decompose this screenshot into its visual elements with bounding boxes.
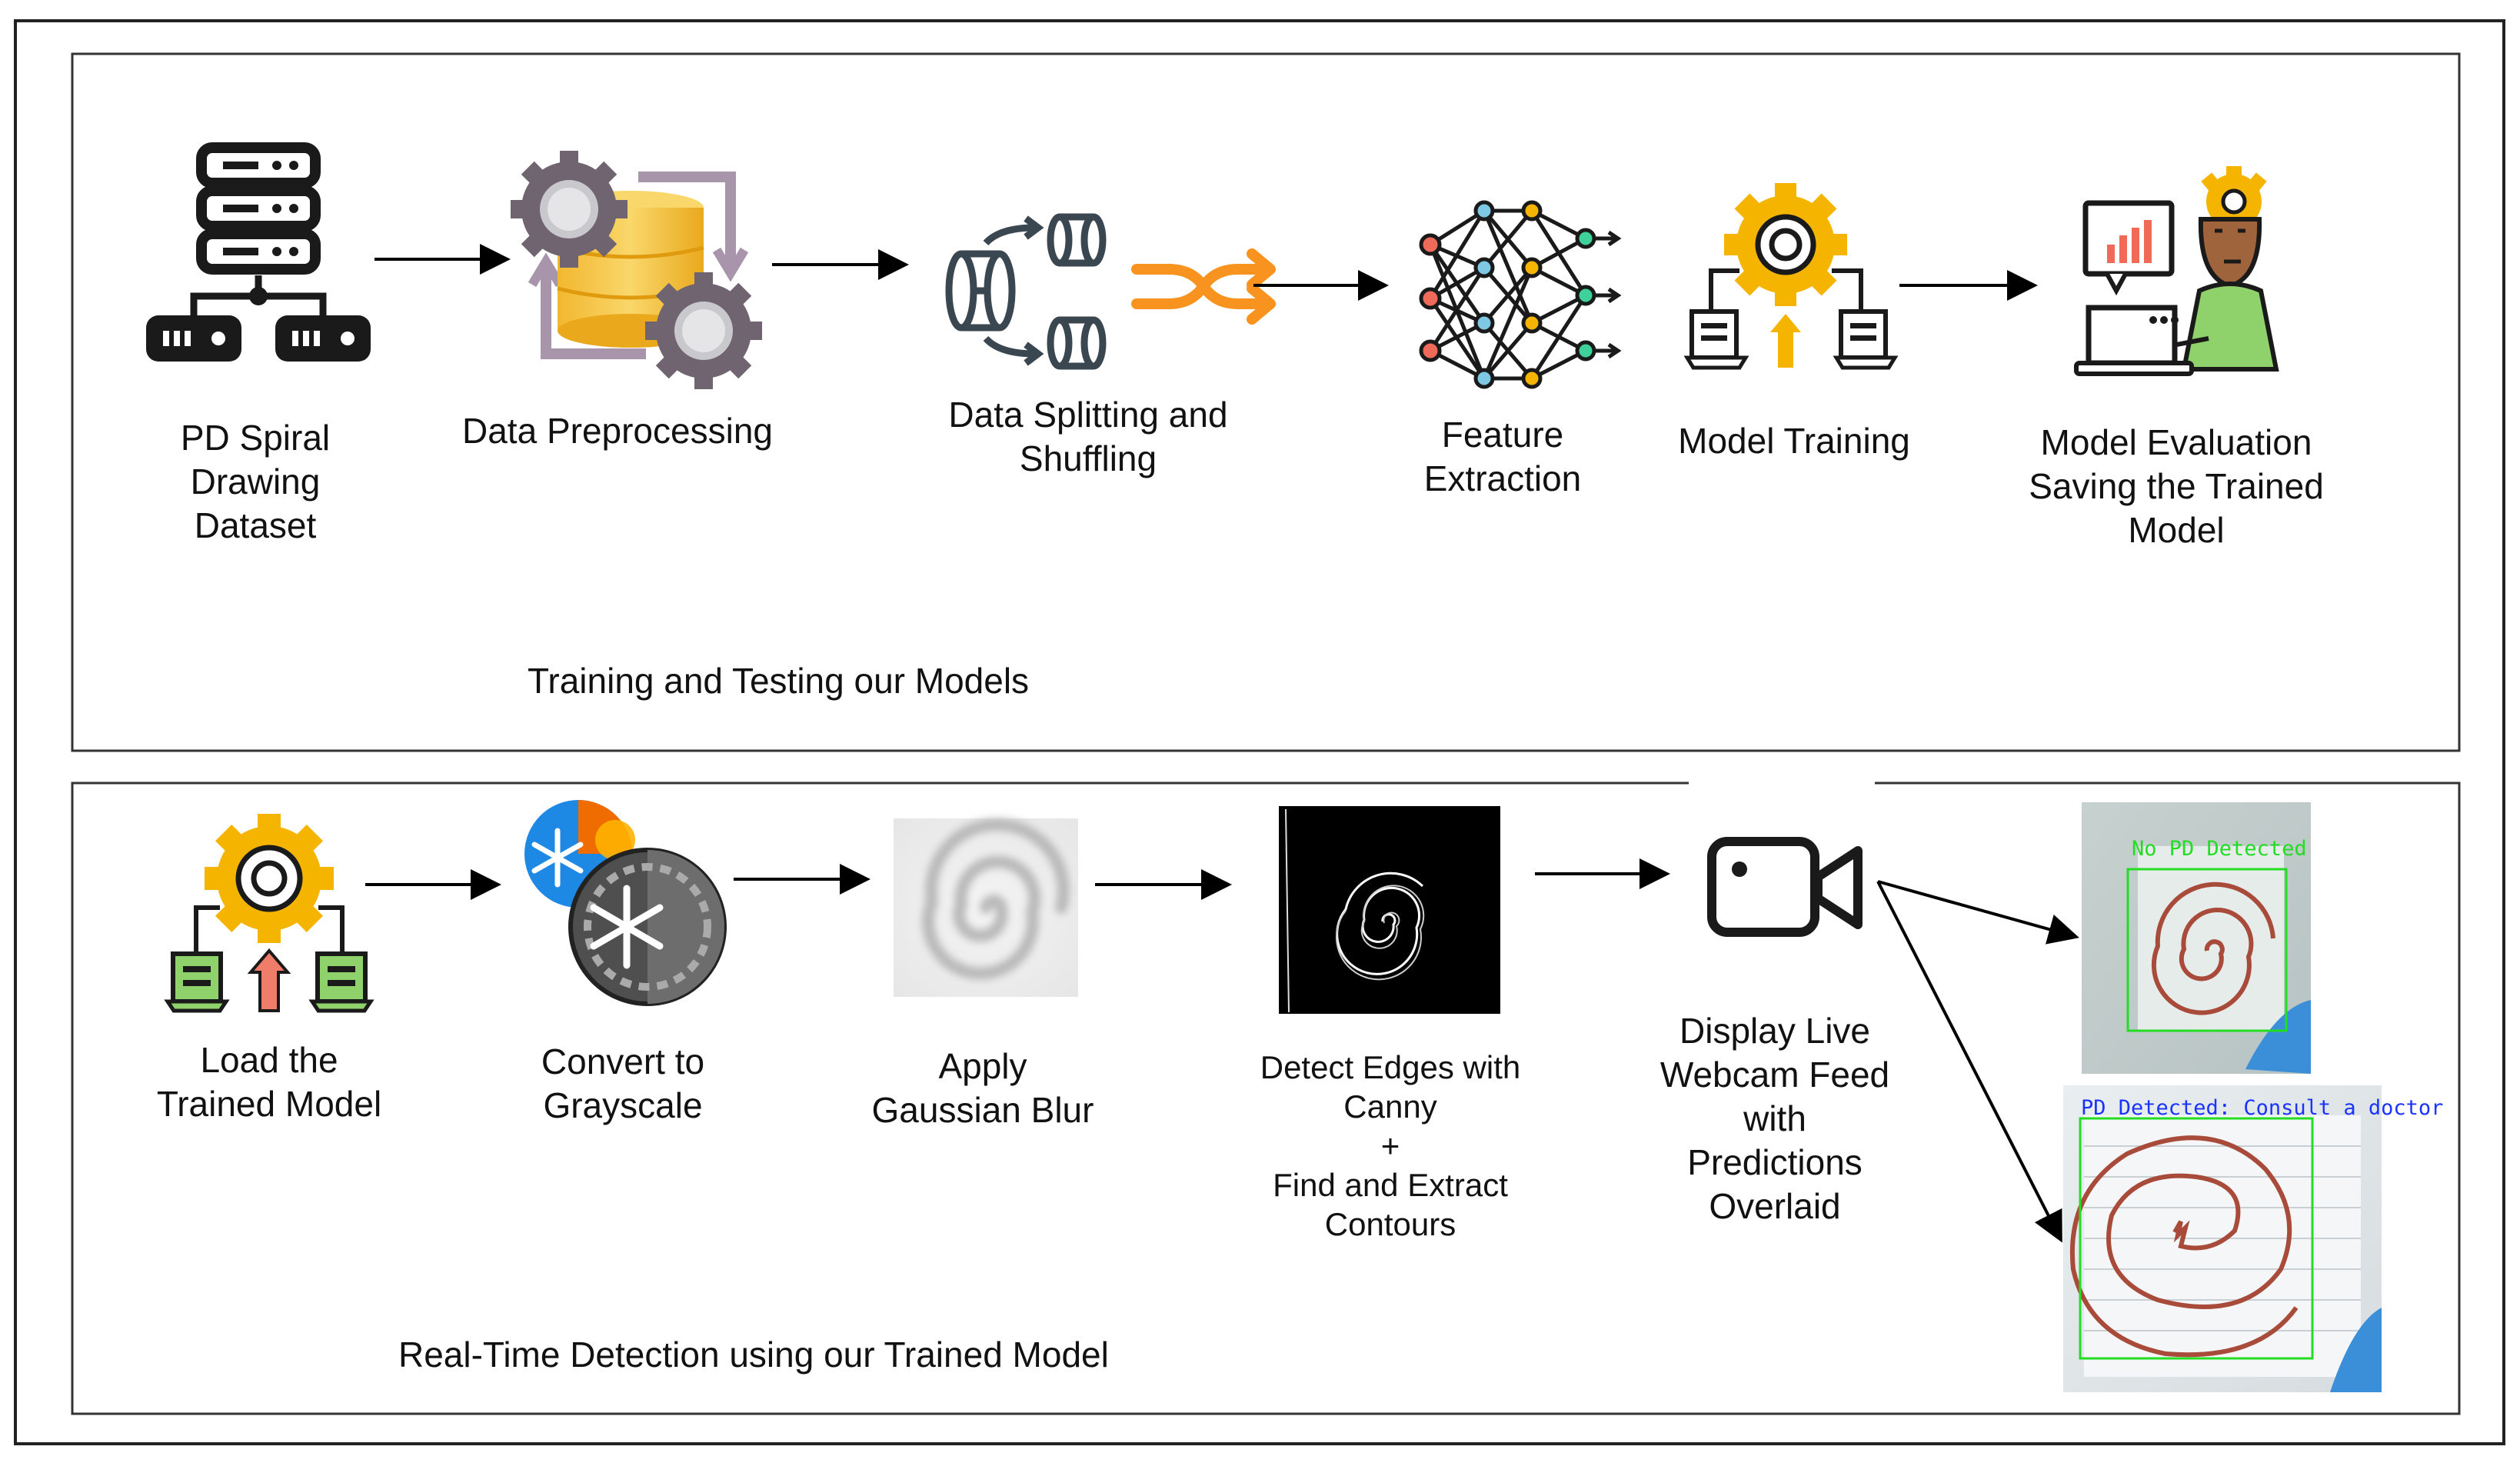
outer-frame xyxy=(14,19,2505,1445)
gears-database-icon xyxy=(511,151,762,389)
arrow-webcam-to-negative xyxy=(1877,880,2079,945)
step-label-model-training: Model Training xyxy=(1678,421,1910,461)
neural-network-icon xyxy=(1419,200,1622,389)
analyst-laptop-icon xyxy=(2074,166,2279,376)
training-section-title: Training and Testing our Models xyxy=(528,661,1030,701)
gear-load-model-icon xyxy=(164,814,375,1013)
webcam-icon xyxy=(1707,837,1863,937)
training-section-box xyxy=(71,52,2461,752)
realtime-section-box xyxy=(71,781,2461,1415)
step-label-preprocessing: Data Preprocessing xyxy=(462,411,773,451)
grayscale-snowflake-icon xyxy=(524,800,727,1006)
realtime-flow-arrows xyxy=(365,858,2079,1243)
blurred-spiral-image xyxy=(894,818,1078,997)
prediction-photo-negative xyxy=(2082,802,2311,1074)
shuffle-icon xyxy=(1131,248,1276,325)
negative-prediction-label: No PD Detected xyxy=(2132,837,2307,861)
prediction-photo-positive xyxy=(2063,1085,2382,1392)
split-shuffle-icon xyxy=(945,213,1107,370)
gear-training-icon xyxy=(1683,183,1899,370)
positive-prediction-label: PD Detected: Consult a doctor xyxy=(2081,1096,2443,1120)
realtime-section-title: Real-Time Detection using our Trained Mo… xyxy=(398,1335,1109,1375)
training-flow-arrows xyxy=(375,244,2038,301)
database-server-icon xyxy=(146,142,371,362)
canny-edges-image xyxy=(1279,806,1500,1014)
arrow-webcam-to-positive xyxy=(1876,881,2062,1243)
